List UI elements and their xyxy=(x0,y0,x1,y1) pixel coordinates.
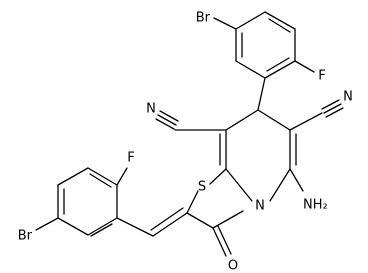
nitrile-nitrogen-label-right: N xyxy=(343,90,353,105)
fluorine-label-top: F xyxy=(318,69,325,84)
sulfur-label: S xyxy=(198,180,206,195)
ring-nitrogen-label: N xyxy=(255,199,265,214)
carbonyl-oxygen-label: O xyxy=(228,259,238,273)
fluorine-label-left: F xyxy=(127,151,134,166)
bromine-label-left: Br xyxy=(18,229,33,244)
atom-labels: Br F N N F S N NH₂ Br O xyxy=(18,11,353,273)
bromine-label-top: Br xyxy=(196,11,211,26)
nitrile-nitrogen-label-left: N xyxy=(146,102,156,117)
bond-lines xyxy=(35,11,344,257)
amino-group-label: NH₂ xyxy=(303,198,328,213)
